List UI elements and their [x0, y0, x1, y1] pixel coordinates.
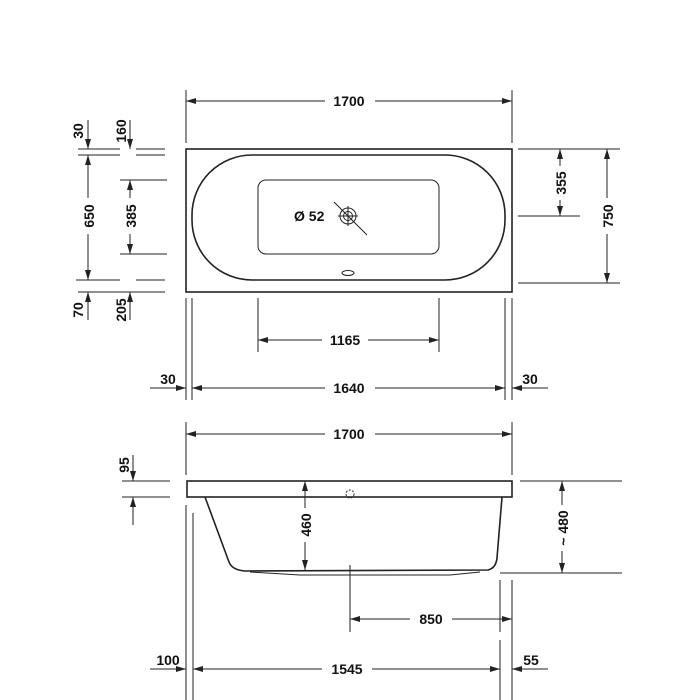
- dim-drain-position: 850: [419, 611, 443, 627]
- tub-basin-outline: [191, 154, 506, 281]
- dim-to-floor-top: 160: [113, 119, 129, 143]
- dim-drain-offset: 355: [553, 171, 569, 195]
- dim-overall-height: ~ 480: [555, 510, 571, 546]
- side-view: 1700 95 460 ~ 480 850 1545 100 55: [116, 422, 622, 700]
- tub-outline-top: [185, 148, 513, 293]
- dim-overall-length: 1700: [333, 93, 364, 109]
- dim-rim-left: 30: [160, 371, 176, 387]
- tub-rim-side: [186, 480, 513, 498]
- dim-rim-top: 30: [70, 123, 86, 139]
- dim-base-length: 1545: [331, 661, 362, 677]
- dim-inner-width: 650: [81, 204, 97, 228]
- dim-left-offset: 100: [156, 652, 180, 668]
- dim-drain-diameter: Ø 52: [294, 208, 325, 224]
- dim-rim-height: 95: [116, 457, 132, 473]
- dim-inner-length: 1640: [333, 380, 364, 396]
- dim-to-floor-bottom: 205: [113, 298, 129, 322]
- overflow-icon: [341, 270, 355, 276]
- dim-inner-depth: 460: [298, 513, 314, 537]
- dim-rim-right: 30: [522, 371, 538, 387]
- top-view: 1700 30 160 650 385 70 205 355 750 Ø 52 …: [70, 90, 620, 400]
- dim-overall-width: 750: [600, 204, 616, 228]
- dim-right-offset: 55: [523, 652, 539, 668]
- tub-floor-outline: [257, 179, 440, 255]
- drain-icon: [333, 201, 368, 236]
- dim-floor-width: 385: [123, 204, 139, 228]
- tub-body-side: [204, 496, 503, 572]
- dim-rim-bottom: 70: [70, 302, 86, 318]
- dim-floor-length: 1165: [330, 332, 361, 348]
- dim-side-overall-length: 1700: [333, 426, 364, 442]
